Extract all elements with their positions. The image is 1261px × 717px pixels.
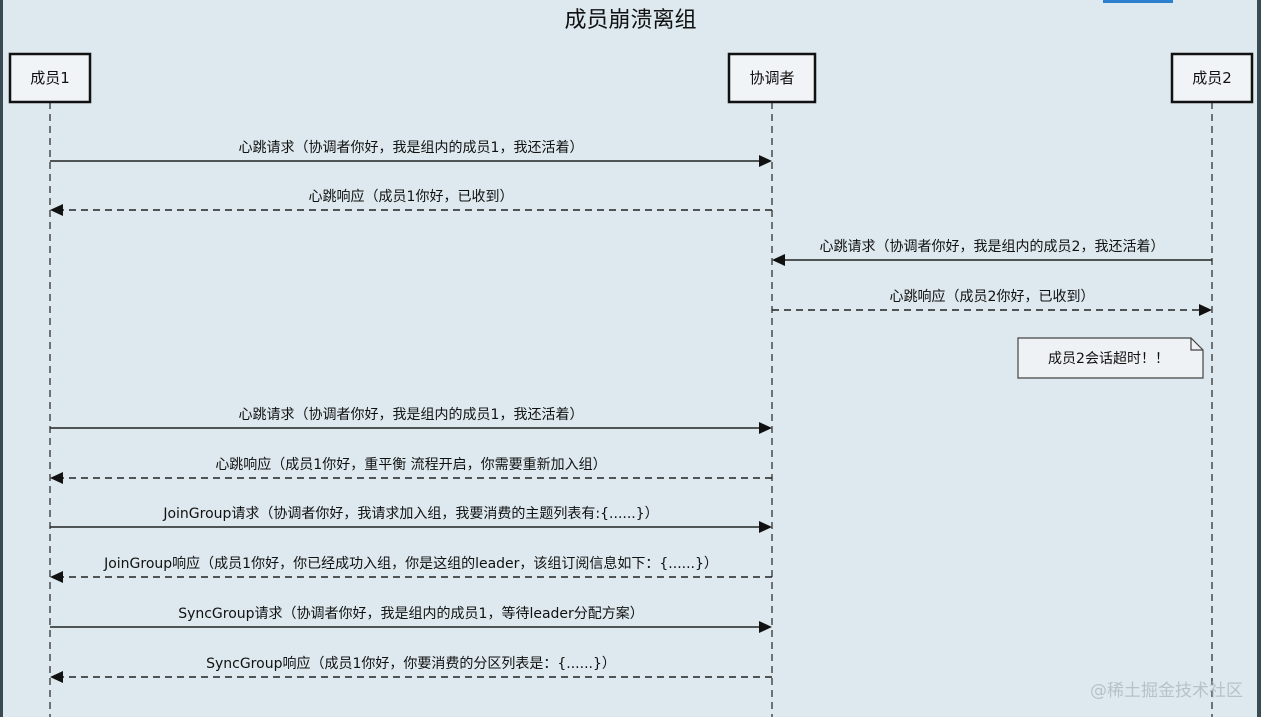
message-label-8: SyncGroup请求（协调者你好，我是组内的成员1，等待leader分配方案） [178, 605, 644, 622]
arrow-head-2 [772, 254, 785, 266]
note-fold [1190, 338, 1203, 351]
participant-label-1: 协调者 [749, 69, 794, 87]
arrow-head-9 [50, 671, 63, 683]
participant-label-2: 成员2 [1192, 69, 1232, 87]
message-label-3: 心跳响应（成员2你好，已收到） [890, 288, 1095, 305]
note-text: 成员2会话超时！！ [1048, 351, 1169, 367]
message-label-4: 心跳请求（协调者你好，我是组内的成员1，我还活着） [239, 407, 584, 423]
participant-label-0: 成员1 [30, 69, 70, 87]
arrow-head-5 [50, 472, 63, 484]
participant-box-2 [1170, 52, 1254, 104]
message-label-1: 心跳响应（成员1你好，已收到） [309, 188, 514, 205]
arrow-head-1 [50, 204, 63, 216]
message-label-6: JoinGroup请求（协调者你好，我请求加入组，我要消费的主题列表有:{...… [162, 506, 658, 522]
arrow-head-0 [759, 155, 772, 167]
arrow-head-6 [759, 521, 772, 533]
diagram-title: 成员崩溃离组 [564, 8, 697, 33]
watermark: @稀土掘金技术社区 [1090, 681, 1243, 701]
arrow-head-4 [759, 422, 772, 434]
message-label-2: 心跳请求（协调者你好，我是组内的成员2，我还活着） [820, 239, 1165, 255]
arrow-head-8 [759, 621, 772, 633]
participant-box-0 [8, 52, 92, 104]
note-box [1017, 337, 1204, 379]
message-label-0: 心跳请求（协调者你好，我是组内的成员1，我还活着） [239, 140, 584, 156]
top-accent-bar [1103, 0, 1173, 3]
arrow-head-7 [50, 571, 63, 583]
message-label-9: SyncGroup响应（成员1你好，你要消费的分区列表是：{......}） [206, 655, 616, 672]
message-label-5: 心跳响应（成员1你好，重平衡 流程开启，你需要重新加入组） [215, 456, 606, 473]
message-label-7: JoinGroup响应（成员1你好，你已经成功入组，你是这组的leader，该组… [103, 555, 718, 572]
participant-box-1 [727, 52, 817, 104]
arrow-head-3 [1199, 304, 1212, 316]
